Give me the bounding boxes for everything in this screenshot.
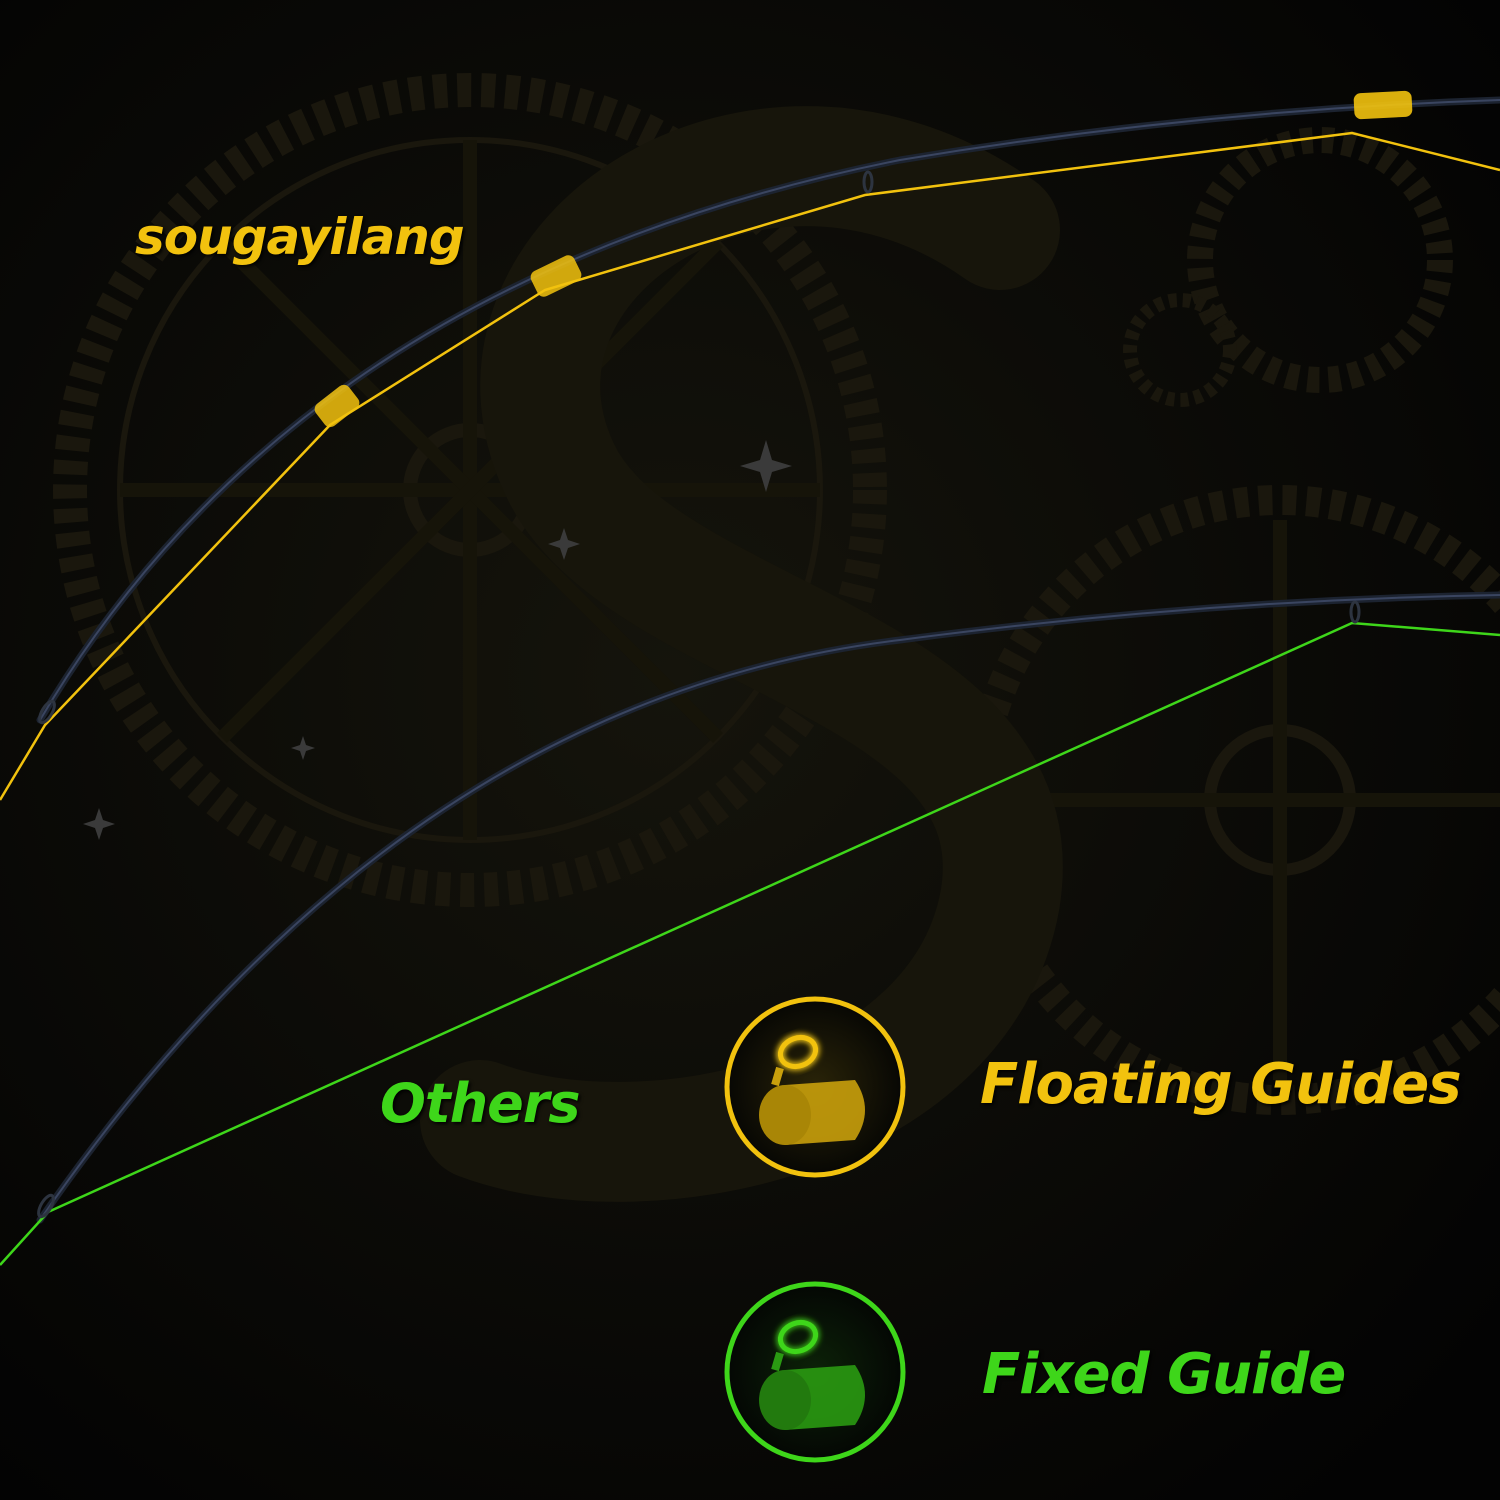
rod-highlight-2	[39, 594, 1500, 1221]
fishing-line-green	[0, 621, 1500, 1266]
floating-guide-3	[1353, 90, 1413, 120]
fixed-guide-rings	[37, 600, 1361, 1219]
floating-guides-on-rod	[314, 90, 1413, 428]
gear-spokes	[120, 140, 1500, 1080]
rod-highlight	[39, 99, 1500, 721]
floating-guide-badge	[724, 996, 906, 1178]
gear-large-left	[53, 73, 887, 907]
floating-guides-label: Floating Guides	[980, 1052, 1462, 1117]
fixed-guide-badge	[724, 1281, 906, 1463]
floating-guide-icon	[759, 1033, 865, 1145]
sparkles	[83, 440, 792, 840]
brand-label: sougayilang	[135, 208, 465, 266]
floating-guide-2	[530, 255, 582, 297]
gear-top-right	[1187, 127, 1453, 393]
gear-small	[1123, 293, 1237, 407]
rod-guide-rings	[38, 170, 874, 725]
fixed-guide-label: Fixed Guide	[982, 1342, 1346, 1407]
floating-guide-1	[314, 384, 360, 428]
fixed-guide-icon	[759, 1318, 865, 1430]
others-label: Others	[380, 1072, 581, 1135]
